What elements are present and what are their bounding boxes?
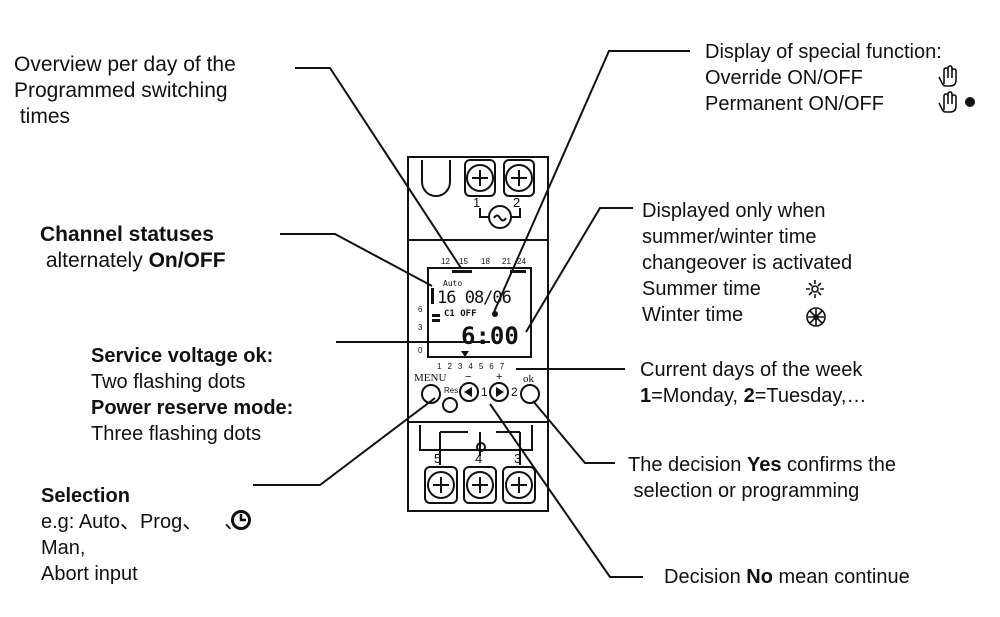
plus-label: + (496, 371, 503, 383)
summer-winter-label: Displayed only when summer/winter time c… (642, 198, 852, 328)
terminal-label-5: 5 (434, 451, 442, 466)
no-label: Decision No mean continue (664, 564, 910, 590)
screw-5 (427, 471, 455, 499)
yes-post: confirms the (781, 454, 896, 476)
sun-icon (806, 280, 824, 298)
sw-winter: Winter time (642, 304, 744, 326)
selection-line-1: e.g: Auto、Prog、 (41, 511, 203, 533)
clock-icon (231, 510, 251, 530)
winter-wheel-icon (806, 307, 826, 327)
scale-3: 3 (418, 323, 423, 332)
ok-button[interactable] (520, 384, 540, 404)
day-3: 3 (457, 362, 469, 371)
days-label: Current days of the week 1=Monday, 2=Tue… (640, 357, 866, 409)
no-pre: Decision (664, 566, 747, 588)
lcd-screen (427, 267, 532, 358)
yes-label: The decision Yes confirms the selection … (628, 452, 896, 504)
ok-label: ok (523, 373, 534, 385)
no-post: mean continue (772, 566, 910, 588)
scale-12: 12 (441, 257, 450, 266)
special-permanent: Permanent ON/OFF (705, 93, 884, 115)
menu-button[interactable] (421, 384, 441, 404)
day-6: 6 (489, 362, 500, 371)
scale-6: 6 (418, 305, 423, 314)
overview-label: Overview per day of the Programmed switc… (14, 52, 236, 130)
yes-line-2: selection or programming (628, 480, 860, 502)
lcd-mode: Auto (443, 279, 463, 288)
power-title: Power reserve mode: (91, 397, 294, 419)
channel-desc-bold: On/OFF (148, 249, 226, 272)
channel-label: Channel statuses alternately On/OFF (40, 222, 226, 274)
service-power-label: Service voltage ok: Two flashing dots Po… (91, 343, 293, 447)
overview-line-3: times (14, 105, 71, 128)
yes-bold: Yes (746, 454, 782, 476)
lcd-time: 6:00 (461, 322, 519, 350)
minus-button[interactable] (459, 382, 479, 402)
lcd-status: C1 OFF (444, 309, 477, 319)
special-function-label: Display of special function: Override ON… (705, 39, 942, 117)
screw-2 (505, 164, 533, 192)
channel-2-label: 2 (511, 385, 518, 399)
screw-4 (466, 471, 494, 499)
terminal-label-4: 4 (475, 451, 483, 466)
selection-title: Selection (41, 485, 130, 507)
sw-line-1: Displayed only when (642, 200, 826, 222)
yes-pre: The decision (628, 454, 747, 476)
day-4: 4 (468, 362, 479, 371)
service-desc: Two flashing dots (91, 371, 246, 393)
days-d2-rest: =Tuesday,… (754, 385, 867, 407)
days-d1: 1 (640, 385, 652, 407)
day-numbers: 1234567 (437, 362, 510, 372)
overview-line-2: Programmed switching (14, 79, 228, 102)
no-bold: No (746, 566, 773, 588)
channel-desc: alternately (40, 249, 149, 272)
day-1: 1 (437, 362, 448, 371)
terminal-label-3: 3 (514, 451, 522, 466)
sw-line-3: changeover is activated (642, 252, 853, 274)
day-5: 5 (478, 362, 490, 371)
scale-15: 15 (459, 257, 468, 266)
terminal-label-1: 1 (473, 195, 481, 210)
minus-label: − (465, 371, 472, 383)
overview-line-1: Overview per day of the (14, 53, 236, 76)
channel-title: Channel statuses (40, 223, 214, 246)
service-title: Service voltage ok: (91, 345, 274, 367)
hand-override-icon (938, 65, 957, 87)
screw-3 (505, 471, 533, 499)
scale-24: 24 (517, 257, 526, 266)
days-d2: 2 (743, 385, 755, 407)
special-title: Display of special function: (705, 41, 942, 63)
menu-label: MENU (414, 372, 447, 384)
power-desc: Three flashing dots (91, 423, 262, 445)
scale-0: 0 (418, 346, 423, 355)
sw-line-2: summer/winter time (642, 226, 817, 248)
hand-permanent-icon (938, 91, 957, 113)
scale-21: 21 (502, 257, 511, 266)
selection-line-3: Abort input (41, 563, 138, 585)
res-label: Res (444, 386, 459, 395)
selection-label: Selection e.g: Auto、Prog、、 Man, Abort in… (41, 483, 244, 587)
selection-line-2: Man, (41, 537, 86, 559)
terminal-label-2: 2 (513, 195, 521, 210)
screw-1 (466, 164, 494, 192)
leader-lines (253, 50, 690, 578)
selection-line-1b: 、 (224, 511, 245, 533)
day-2: 2 (447, 362, 458, 371)
channel-1-label: 1 (481, 385, 488, 399)
lcd-date: 16 08/06 (437, 288, 512, 308)
day-7: 7 (499, 362, 511, 371)
sw-summer: Summer time (642, 278, 761, 300)
res-button[interactable] (442, 397, 458, 413)
plus-button[interactable] (489, 382, 509, 402)
special-override: Override ON/OFF (705, 67, 863, 89)
days-title: Current days of the week (640, 359, 863, 381)
days-d1-rest: =Monday, (651, 385, 744, 407)
scale-18: 18 (481, 257, 490, 266)
